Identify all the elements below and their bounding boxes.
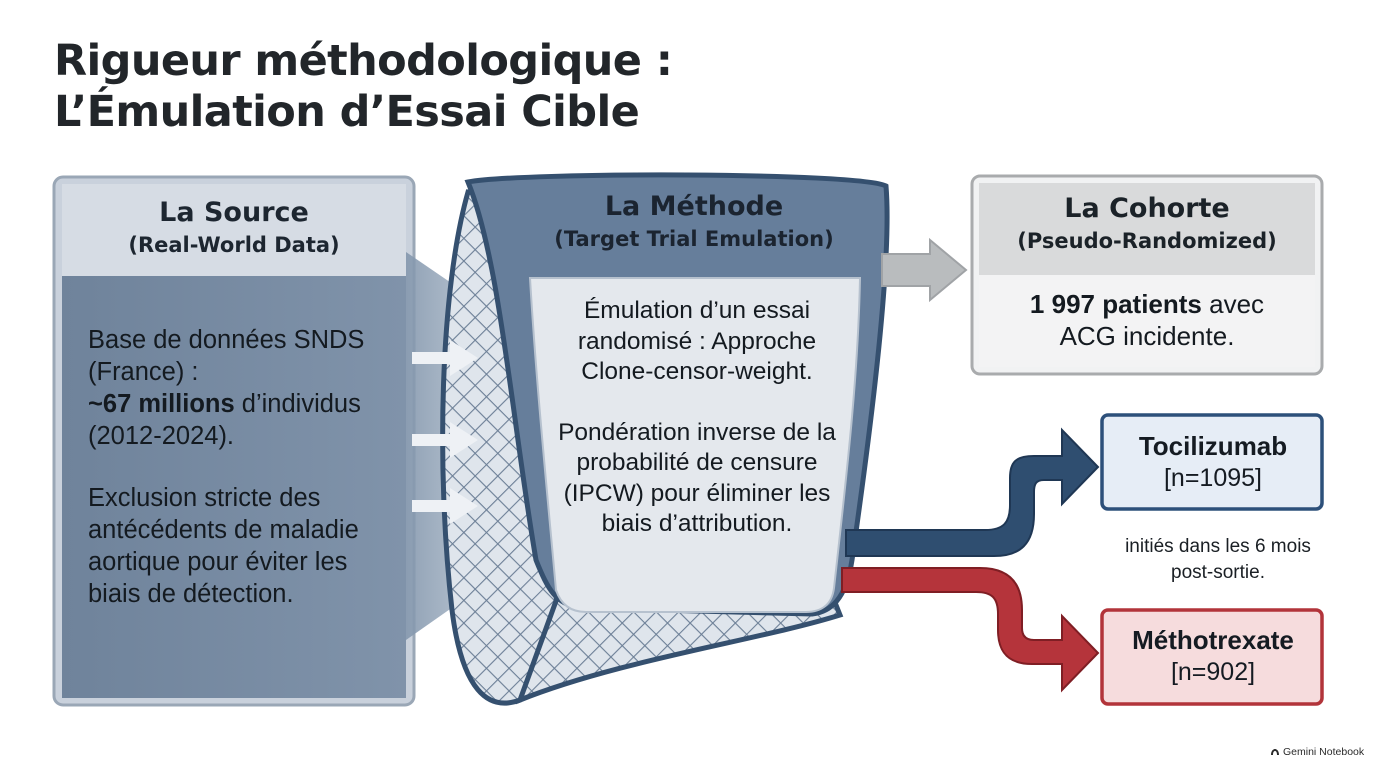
source-paragraph-2: Exclusion stricte des antécédents de mal… [88, 484, 359, 608]
source-subheading: (Real-World Data) [128, 233, 340, 257]
method-body: Émulation d’un essai randomisé : Approch… [540, 296, 854, 570]
source-population-count: ~67 millions [88, 390, 235, 418]
source-heading: La Source [159, 197, 309, 228]
cohort-body-rest: avec [1201, 289, 1265, 319]
watermark: Gemini Notebook [1270, 746, 1370, 758]
source-p1-line4: (2012-2024). [88, 422, 235, 450]
methotrexate-arrow [841, 567, 1100, 693]
initiation-note-line1: initiés dans les 6 mois [1125, 536, 1311, 557]
tocilizumab-name: Tocilizumab [1138, 431, 1288, 461]
notebook-logo-icon [1271, 749, 1279, 755]
input-arrow-1 [412, 340, 478, 376]
source-paragraph-1: Base de données SNDS (France) : ~67 mill… [88, 324, 398, 452]
cohort-heading: La Cohorte [1064, 193, 1230, 224]
page-title-line-1: Rigueur méthodologique : [54, 36, 673, 86]
method-heading: La Méthode [604, 191, 784, 222]
initiation-note: initiés dans les 6 mois post-sortie. [1090, 534, 1346, 586]
tocilizumab-box [1100, 413, 1324, 511]
method-paragraph-2: Pondération inverse de la probabilité de… [558, 418, 836, 538]
method-paragraph-1: Émulation d’un essai randomisé : Approch… [577, 297, 817, 385]
tocilizumab-label: Tocilizumab [n=1095] [1106, 430, 1320, 494]
initiation-note-line2: post-sortie. [1171, 562, 1265, 583]
page-title-line-2: L’Émulation d’Essai Cible [54, 87, 640, 137]
cohort-arrow [881, 237, 968, 303]
source-p1-line1: Base de données SNDS [88, 326, 365, 354]
page-title: Rigueur méthodologique : L’Émulation d’E… [54, 36, 954, 138]
cohort-patient-count: 1 997 patients [1029, 289, 1202, 319]
tocilizumab-arrow [845, 427, 1100, 557]
input-arrows [412, 340, 478, 524]
cohort-subheading: (Pseudo-Randomized) [1017, 229, 1277, 253]
methotrexate-name: Méthotrexate [1132, 625, 1294, 655]
methotrexate-label: Méthotrexate [n=902] [1106, 624, 1320, 688]
methotrexate-count: [n=902] [1170, 658, 1256, 686]
input-arrow-3 [412, 488, 478, 524]
source-panel [52, 175, 416, 707]
cohort-header: La Cohorte (Pseudo-Randomized) [980, 192, 1314, 256]
source-p1-line2: (France) : [88, 358, 199, 386]
tocilizumab-count: [n=1095] [1163, 464, 1262, 492]
method-subheading: (Target Trial Emulation) [554, 227, 834, 251]
method-funnel [440, 172, 890, 706]
methotrexate-box [1100, 608, 1324, 706]
input-arrow-2 [412, 422, 478, 458]
method-header: La Méthode (Target Trial Emulation) [508, 190, 880, 254]
source-header: La Source (Real-World Data) [62, 184, 406, 276]
source-body: Base de données SNDS (France) : ~67 mill… [88, 324, 398, 640]
cohort-panel [970, 174, 1324, 376]
cohort-body: 1 997 patients avec ACG incidente. [980, 288, 1314, 352]
source-p1-rest: d’individus [234, 390, 361, 418]
watermark-text: Gemini Notebook [1283, 746, 1365, 758]
cohort-body-line2: ACG incidente. [1059, 321, 1235, 351]
